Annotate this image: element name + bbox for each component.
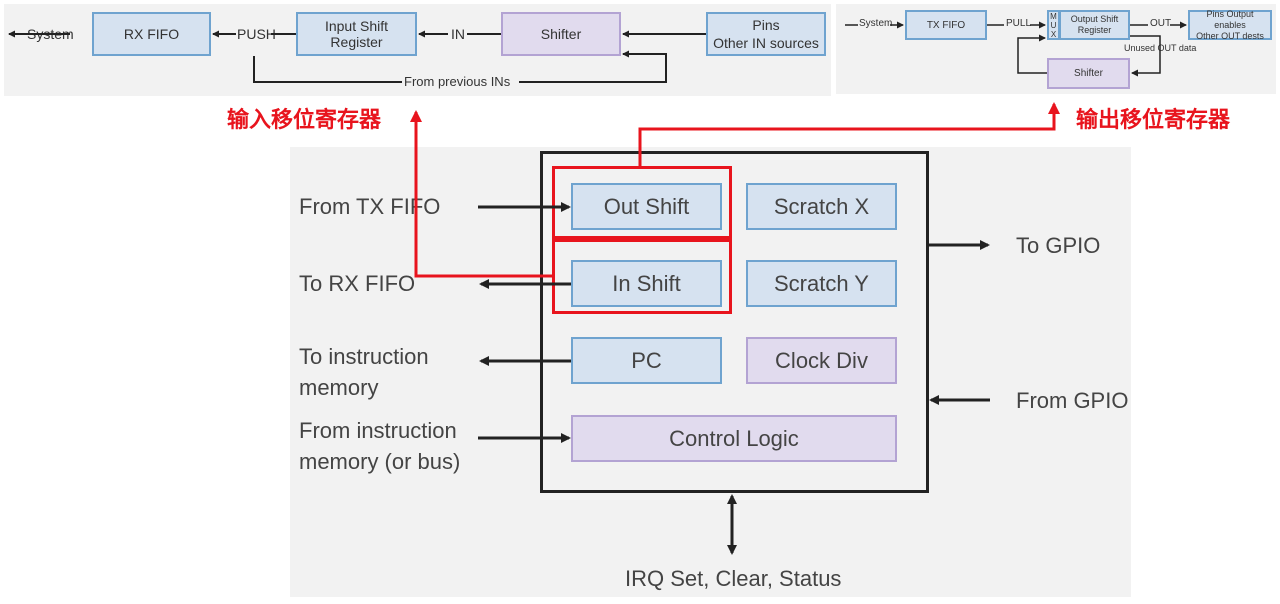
scratch-x-label: Scratch X (773, 193, 870, 219)
from-gpio-label: From GPIO (1016, 388, 1129, 413)
feedback-left-line (253, 56, 402, 83)
from-instruction-line2: memory (or bus) (299, 449, 461, 474)
in-shift-box: In Shift (571, 260, 722, 307)
to-instruction-line1: To instruction (299, 344, 429, 369)
from-previous-ins-label: From previous INs (404, 74, 511, 89)
pc-box: PC (571, 337, 722, 384)
output-shift-register-box: Output Shift Register (1059, 10, 1130, 40)
tx-fifo-box: TX FIFO (905, 10, 987, 40)
clock-div-box: Clock Div (746, 337, 897, 384)
to-gpio-label: To GPIO (1016, 233, 1101, 258)
from-instruction-line1: From instruction (299, 418, 457, 443)
irq-label: IRQ Set, Clear, Status (625, 566, 842, 591)
pull-label: PULL (1006, 18, 1032, 29)
pc-label: PC (631, 347, 662, 373)
push-label: PUSH (237, 26, 276, 42)
out-shift-label: Out Shift (603, 193, 690, 219)
in-diagram-arrows (8, 30, 706, 83)
to-instruction-memory-label: To instruction memory (299, 341, 429, 403)
scratch-y-label: Scratch Y (774, 270, 869, 296)
to-rx-fifo-label: To RX FIFO (299, 271, 416, 296)
out-shifter-label: Shifter (1074, 68, 1103, 79)
clock-div-label: Clock Div (775, 347, 868, 373)
output-shift-register-line2: Register (1077, 25, 1112, 35)
control-logic-box: Control Logic (571, 415, 897, 462)
in-label: IN (451, 26, 465, 42)
output-shift-register-line1: Output Shift (1070, 14, 1119, 24)
tx-fifo-label: TX FIFO (926, 19, 966, 31)
in-other-sources-label: Other IN sources (713, 35, 819, 51)
scratch-x-box: Scratch X (746, 183, 897, 230)
out-pins-label: Pins Output enables (1206, 8, 1254, 30)
in-shifter-box: Shifter (501, 12, 621, 56)
to-instruction-line2: memory (299, 375, 379, 400)
scratch-y-box: Scratch Y (746, 260, 897, 307)
in-shifter-label: Shifter (540, 26, 582, 42)
out-shifter-box: Shifter (1047, 58, 1130, 89)
mux-letter-m: M (1050, 11, 1057, 21)
from-instruction-memory-label: From instruction memory (or bus) (299, 415, 460, 477)
feedback-right-arrow (519, 50, 667, 83)
mux-letter-u: U (1050, 20, 1057, 30)
input-shift-register-label: Input Shift Register (324, 18, 389, 50)
out-other-dests-label: Other OUT dests (1196, 30, 1264, 41)
sm-diagram-arrows (478, 202, 990, 555)
in-pins-box: Pins Other IN sources (706, 12, 826, 56)
state-machine-border (540, 151, 929, 493)
control-logic-label: Control Logic (669, 425, 799, 451)
input-shift-register-box: Input Shift Register (296, 12, 417, 56)
osr-to-shifter-arrow (1130, 35, 1161, 77)
out-label: OUT (1150, 18, 1172, 29)
input-shift-register-cn-label: 输入移位寄存器 (227, 108, 382, 133)
mux-letter-x: X (1050, 29, 1057, 39)
in-shift-to-input-register-connector (410, 110, 552, 278)
red-connectors (410, 102, 1060, 278)
out-system-label: System (859, 18, 893, 29)
in-pins-label: Pins (752, 17, 780, 33)
shifter-to-mux-arrow (1017, 34, 1047, 74)
rx-fifo-label: RX FIFO (123, 26, 180, 42)
output-shift-register-cn-label: 输出移位寄存器 (1076, 108, 1231, 133)
out-diagram-arrows (845, 21, 1187, 77)
in-shift-highlight (552, 239, 732, 314)
out-shift-box: Out Shift (571, 183, 722, 230)
out-pins-box: Pins Output enables Other OUT dests (1188, 8, 1272, 41)
out-shift-to-output-register-connector (638, 102, 1060, 166)
out-shift-highlight (552, 166, 732, 239)
in-shift-label: In Shift (612, 270, 681, 296)
rx-fifo-box: RX FIFO (92, 12, 211, 56)
